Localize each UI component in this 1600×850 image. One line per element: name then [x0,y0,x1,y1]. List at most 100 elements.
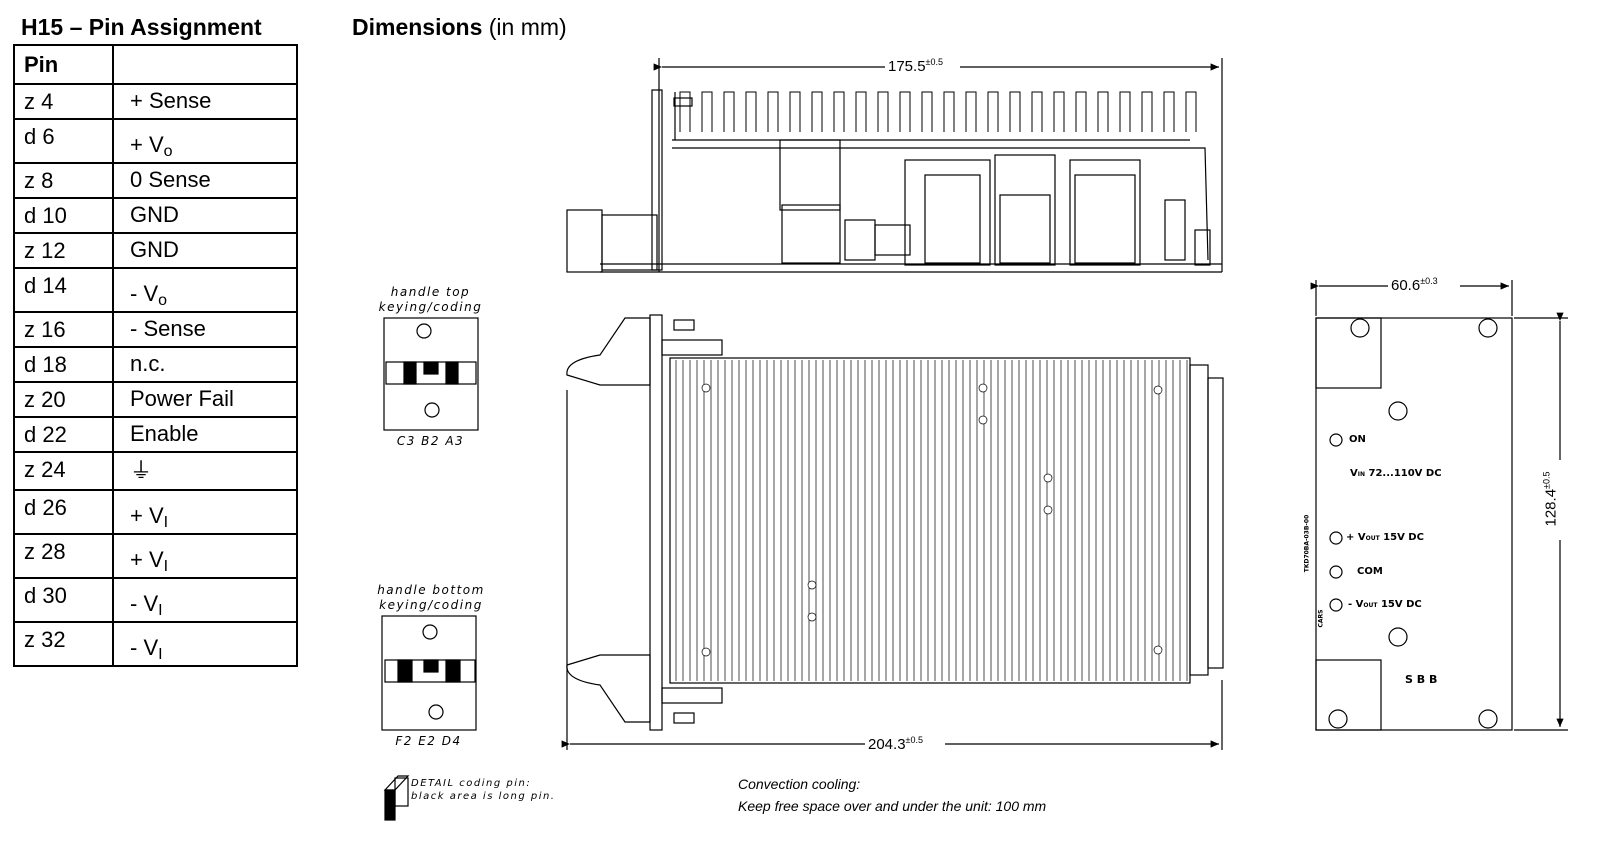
dimensions-title-text: Dimensions [352,14,483,40]
mounting-screw [1153,385,1163,395]
vout-pos-symbol: + V [1346,532,1366,543]
front-height-value: 128.4 [1542,488,1560,527]
signal-text: Power Fail [130,386,234,411]
vout-neg-value: 15V DC [1380,599,1422,610]
heatsink-fins [679,91,1197,132]
pin-cell: z 4 [13,83,114,120]
main-plan-view [561,314,1224,750]
plan-view-fins [675,360,1188,681]
heatsink-fin [1009,91,1021,132]
pin-cell: d 10 [13,197,114,234]
signal-text: n.c. [130,351,166,376]
on-label: ON [1349,434,1366,445]
pin-table-title: H15 – Pin Assignment [21,14,262,40]
front-width-tolerance: ±0.3 [1420,276,1438,286]
signal-text: ⏚ [130,458,153,483]
handle-bottom-pins: F2 E2 D4 [395,734,462,748]
table-header-row: Pin [13,44,298,85]
signal-cell: + Vo [112,118,298,164]
pin-cell: z 12 [13,232,114,269]
signal-text: - V [130,281,159,306]
table-row: d 6+ Vo [13,118,298,164]
detail-note-line1: DETAIL coding pin: [411,778,532,789]
vin-range: 72...110V DC [1368,468,1442,479]
signal-text: - V [130,635,159,660]
vout-pos-label: + VOUT 15V DC [1346,532,1424,543]
table-row: z 28+ VI [13,533,298,579]
mounting-screw [1043,505,1053,515]
mounting-screw [978,415,988,425]
heatsink-fin [877,91,889,132]
signal-cell: GND [112,232,298,269]
vout-pos-subscript: OUT [1365,535,1380,542]
signal-text: + V [130,547,164,572]
dimensions-title: Dimensions (in mm) [352,14,567,41]
pin-cell: z 8 [13,162,114,199]
signal-cell: GND [112,197,298,234]
heatsink-fin [1031,91,1043,132]
handle-top-caption-line1: handle top [390,285,471,299]
pin-column-header: Pin [13,44,114,85]
table-row: z 24⏚ [13,451,298,491]
pin-cell: d 22 [13,416,114,453]
signal-text: + V [130,503,164,528]
cars-label: CARS [1317,609,1325,628]
vin-label: VIN 72...110V DC [1350,468,1442,479]
front-width-value: 60.6 [1391,277,1421,294]
signal-subscript: I [158,646,163,663]
heatsink-fin [723,91,735,132]
front-panel-view [1310,280,1568,731]
mounting-screw [807,580,817,590]
signal-cell: Power Fail [112,381,298,418]
signal-text: - V [130,591,159,616]
brand-label: S B B [1405,673,1438,686]
handle-top-keying-drawing [383,317,479,431]
front-width-dimension: 60.6±0.3 [1388,276,1441,294]
heatsink-fin [811,91,823,132]
signal-text: 0 Sense [130,167,211,192]
heatsink-fin [679,91,691,132]
detail-coding-note: DETAIL coding pin: black area is long pi… [411,777,556,803]
pin-cell: d 6 [13,118,114,164]
heatsink-fin [789,91,801,132]
pin-cell: d 26 [13,489,114,535]
signal-cell: + VI [112,533,298,579]
signal-text: - Sense [130,316,206,341]
top-length-tolerance: ±0.5 [925,57,943,67]
pin-cell: d 14 [13,267,114,313]
signal-text: + Sense [130,88,212,113]
pin-cell: z 16 [13,311,114,348]
table-row: z 16 - Sense [13,311,298,348]
heatsink-fin [1141,91,1153,132]
pin-cell: z 20 [13,381,114,418]
cooling-note: Convection cooling: Keep free space over… [738,773,1046,817]
heatsink-fin [1075,91,1087,132]
table-row: d 18 n.c. [13,346,298,383]
handle-bottom-caption-line1: handle bottom [377,583,485,597]
heatsink-fin [943,91,955,132]
pin-cell: z 32 [13,621,114,667]
table-row: d 10 GND [13,197,298,234]
com-label: COM [1357,566,1383,577]
handle-bottom-keying-drawing [381,615,477,731]
heatsink-fin [1119,91,1131,132]
top-length-dimension: 175.5±0.5 [885,57,946,75]
table-row: d 30- VI [13,577,298,623]
signal-subscript: I [163,558,169,575]
pin-cell: z 28 [13,533,114,579]
bottom-length-value: 204.3 [868,736,906,753]
table-row: d 14- Vo [13,267,298,313]
dimensions-unit: (in mm) [488,14,567,40]
heatsink-fin [899,91,911,132]
signal-cell: - Sense [112,311,298,348]
bottom-length-dimension: 204.3±0.5 [865,735,926,753]
signal-subscript: I [158,602,163,619]
pin-cell: d 18 [13,346,114,383]
signal-subscript: o [163,143,173,160]
signal-cell: - VI [112,577,298,623]
signal-text: GND [130,202,179,227]
heatsink-fin [1185,91,1197,132]
heatsink-fin [1053,91,1065,132]
pin-cell: d 30 [13,577,114,623]
